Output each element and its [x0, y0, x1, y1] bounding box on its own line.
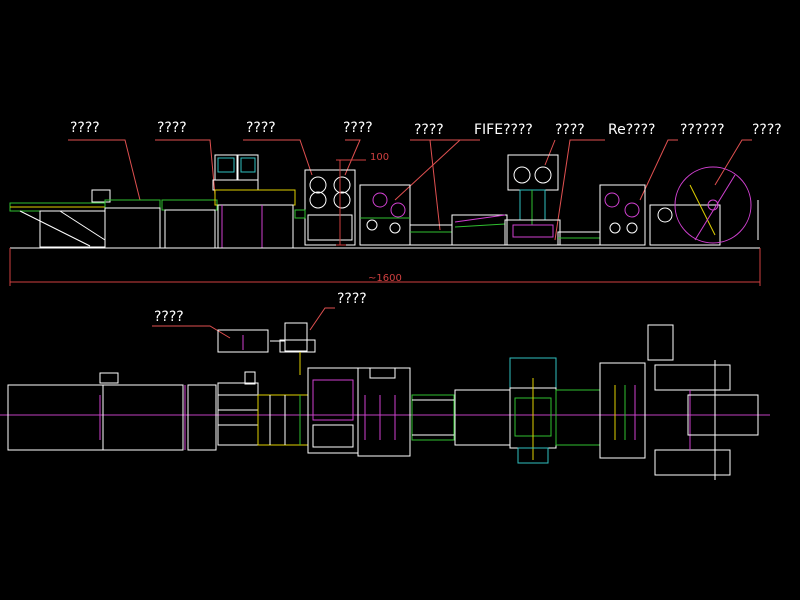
plan-gearbox [284, 322, 308, 352]
plan-fife [411, 394, 455, 441]
label-rollstand: ???? [343, 120, 373, 136]
label-plan-gearbox: ???? [337, 291, 367, 307]
label-winder: ???? [752, 122, 782, 138]
plan-rollstand [307, 367, 359, 454]
plan-rewind [599, 362, 646, 459]
plan-leaders [152, 307, 335, 339]
plan-infeed [7, 384, 104, 451]
length-dimension [9, 248, 761, 286]
label-infeed: ???? [70, 120, 100, 136]
label-feeder: ???? [157, 120, 187, 136]
winder-unit [649, 166, 759, 246]
roll-stand-1 [294, 169, 356, 246]
pull-roll-unit [359, 184, 411, 246]
feeder-unit [161, 154, 296, 249]
label-plan-motor: ???? [154, 309, 184, 325]
elevation-leaders [68, 139, 752, 241]
height-dimension [336, 159, 366, 246]
plan-view [0, 307, 770, 480]
plan-winder-top [654, 364, 731, 391]
elevation-label-group: ???? ???? ???? ???? ???? FIFE???? ???? R… [70, 120, 782, 138]
label-tension: ?????? [680, 122, 725, 138]
label-pullroll: ???? [414, 122, 444, 138]
height-dimension-text: 100 [370, 152, 389, 163]
elevation-view [9, 139, 761, 286]
plan-reel [687, 394, 759, 436]
label-rewind: Re???? [608, 122, 655, 138]
plan-winder-bottom [654, 449, 731, 476]
plan-cabinet [647, 324, 674, 361]
plan-motor [217, 329, 269, 353]
label-splicer: ???? [246, 120, 276, 136]
length-dimension-text: ~1600 [368, 273, 402, 284]
emboss-tower [504, 154, 561, 246]
label-emboss: ???? [555, 122, 585, 138]
label-fife: FIFE???? [474, 122, 533, 138]
transfer-conveyor [557, 231, 601, 246]
infeed-conveyor [9, 189, 161, 249]
fife-guider [409, 214, 508, 246]
rewind-unit [599, 184, 646, 246]
